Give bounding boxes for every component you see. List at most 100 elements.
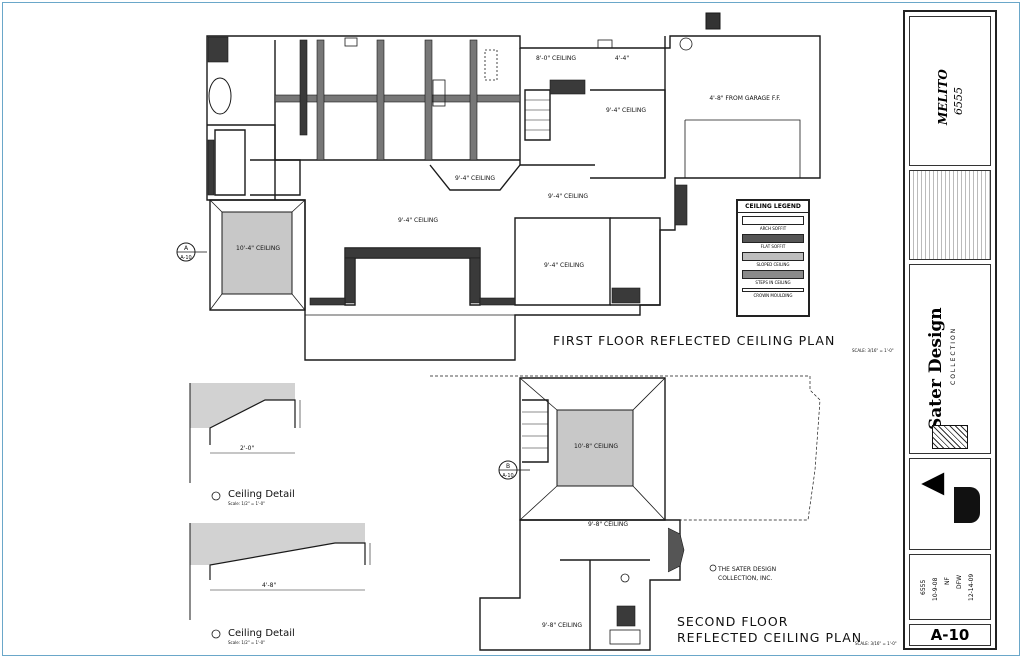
- first-floor-title: FIRST FLOOR REFLECTED CEILING PLAN: [553, 333, 836, 348]
- ff-beam: [316, 39, 325, 161]
- ff-label-garage: 4'-8" FROM GARAGE F.F.: [709, 95, 780, 102]
- legend-item-sloped-ceiling: SLOPED CEILING: [742, 252, 804, 267]
- ff-closet: [214, 129, 246, 196]
- bd-logo-b: [954, 487, 980, 523]
- ff-flat-soffit: [549, 79, 586, 95]
- ff-fixture: [344, 37, 358, 47]
- ff-label-9-4-right: 9'-4" CEILING: [606, 107, 646, 114]
- sf-bay: [667, 527, 685, 573]
- ff-chimney: [705, 12, 721, 30]
- tb-notes-cell: [909, 170, 991, 260]
- tb-bd-logo-cell: ▲: [909, 458, 991, 550]
- ff-flat-soffit: [674, 184, 688, 226]
- legend-item-flat-soffit: FLAT SOFFIT: [742, 234, 804, 249]
- tb-revised: 12-14-09: [968, 573, 975, 601]
- ff-flat-soffit: [344, 247, 481, 259]
- legend-label: CROWN MOULDING: [753, 293, 793, 298]
- ff-label-8-0: 8'-0" CEILING: [536, 55, 576, 62]
- sf-label-9-8-bottom: 9'-8" CEILING: [542, 622, 582, 629]
- ff-label-9-4-main: 9'-4" CEILING: [398, 217, 438, 224]
- bd-logo-icon: ▲: [913, 472, 949, 496]
- copyright-line1: THE SATER DESIGN: [717, 566, 776, 573]
- ff-flat-soffit: [299, 39, 308, 136]
- sf-scale: SCALE: 3/16" = 1'-0": [855, 641, 897, 646]
- sf-label-10-8: 10'-8" CEILING: [574, 443, 618, 450]
- ff-section-letter: A: [184, 245, 189, 252]
- ff-beam: [274, 94, 521, 103]
- ff-flat-soffit: [309, 297, 346, 306]
- ff-label-9-4-hall: 9'-4" CEILING: [548, 193, 588, 200]
- ff-shaded-ceiling: [221, 211, 293, 295]
- ff-label-10-4: 10'-4" CEILING: [236, 245, 280, 252]
- ff-beam: [376, 39, 385, 161]
- ff-flat-soffit: [207, 139, 215, 196]
- bd-logo-a: ▲: [913, 472, 949, 496]
- ff-room-right: [590, 89, 666, 179]
- tb-project-name: MELITO: [936, 69, 950, 125]
- ff-garage-door: [684, 119, 801, 178]
- legend-swatch: [742, 234, 804, 243]
- tb-project-number: 6555: [952, 87, 965, 115]
- legend-swatch: [742, 252, 804, 261]
- tb-plan-no: 6555: [920, 579, 927, 595]
- legend-label: STEPS IN CEILING: [755, 280, 791, 285]
- legend-label: ARCH SOFFIT: [759, 226, 787, 231]
- ff-scale: SCALE: 3/16" = 1'-0": [852, 348, 894, 353]
- legend-item-crown-moulding: CROWN MOULDING: [742, 288, 804, 298]
- legend-item-steps-in-ceiling: STEPS IN CEILING: [742, 270, 804, 285]
- ff-flat-soffit: [611, 287, 641, 304]
- tb-sheet-number: A-10: [930, 626, 970, 644]
- ff-stair-lines: [525, 99, 550, 131]
- ff-fixture: [597, 39, 613, 49]
- tb-company-sub: COLLECTION: [950, 326, 957, 385]
- ff-flat-soffit: [479, 297, 516, 306]
- sf-fixture: [620, 573, 630, 583]
- ff-island: [484, 49, 498, 81]
- detail-title: Ceiling Detail: [228, 628, 295, 639]
- sf-section-letter: B: [506, 463, 510, 470]
- tb-checked-by: DFW: [956, 574, 963, 589]
- second-floor-title-line2: REFLECTED CEILING PLAN: [677, 630, 863, 645]
- ff-label-9-4-bed: 9'-4" CEILING: [544, 262, 584, 269]
- tb-company-name: Sater Design: [926, 307, 946, 430]
- ff-stair: [524, 89, 551, 141]
- legend-title: CEILING LEGEND: [738, 201, 808, 213]
- ff-great-room-wall: [274, 40, 520, 161]
- sf-shaded-ceiling: [556, 409, 634, 487]
- ff-nook-bay: [429, 164, 521, 191]
- copyright-icon: [709, 564, 717, 572]
- tb-project-cell: MELITO 6555: [909, 16, 991, 166]
- second-floor-title-line1: SECOND FLOOR: [677, 614, 789, 629]
- ff-flat-soffit: [469, 257, 481, 304]
- tb-drawn-by: NF: [944, 577, 951, 585]
- sf-room-divider: [560, 559, 650, 650]
- ff-flat-soffit: [344, 257, 356, 304]
- sf-label-9-8-top: 9'-8" CEILING: [588, 521, 628, 528]
- legend-swatch: [742, 216, 804, 225]
- detail-scale: Scale: 1/2" = 1'-0": [228, 640, 265, 645]
- detail-dim: 2'-0": [240, 445, 254, 452]
- legend-item-arch-soffit: ARCH SOFFIT: [742, 216, 804, 231]
- tb-date: 10-9-08: [932, 577, 939, 601]
- copyright-line2: COLLECTION, INC.: [718, 575, 772, 582]
- tb-company-cell: Sater Design COLLECTION: [909, 264, 991, 454]
- ff-tub: [208, 77, 232, 115]
- title-block: MELITO 6555 Sater Design COLLECTION ▲ 65…: [903, 10, 997, 650]
- legend-label: SLOPED CEILING: [756, 262, 790, 267]
- ff-bedroom-bath: [610, 217, 661, 306]
- detail-title: Ceiling Detail: [228, 489, 295, 500]
- ff-island-2: [432, 79, 446, 107]
- sf-stair: [522, 399, 549, 463]
- ceiling-detail-2: 4'-8" Ceiling Detail Scale: 1/2" = 1'-0": [189, 523, 371, 645]
- ceiling-detail-1: 2'-0" Ceiling Detail Scale: 1/2" = 1'-0": [189, 383, 301, 506]
- ff-flat-soffit: [207, 36, 229, 63]
- ff-label-9-4-mid: 9'-4" CEILING: [455, 175, 495, 182]
- detail-scale: Scale: 1/2" = 1'-0": [228, 501, 265, 506]
- tb-logo-icon: [932, 425, 968, 449]
- ff-section-ref: A-10: [180, 255, 191, 261]
- sf-flat-soffit: [616, 605, 636, 627]
- sf-tub: [609, 629, 641, 645]
